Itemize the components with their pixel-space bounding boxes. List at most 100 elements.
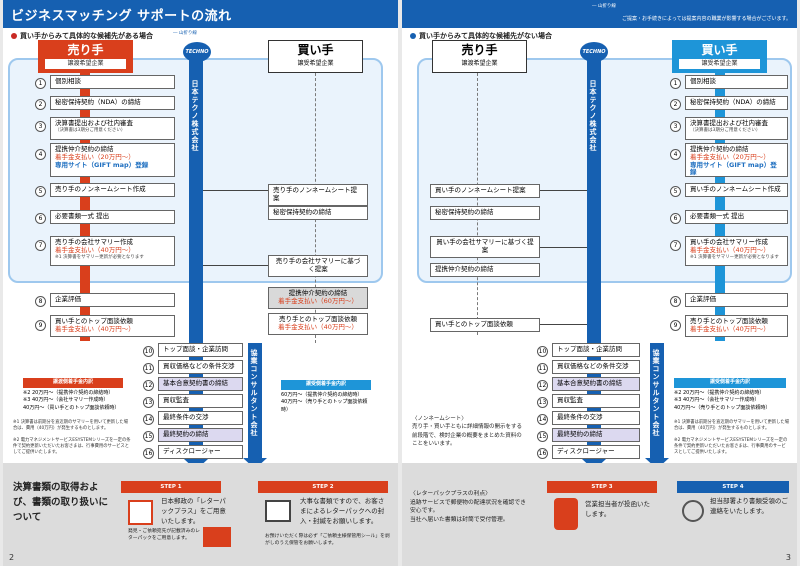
- common-step: 基本合意契約書の締結: [158, 377, 243, 391]
- step-box: 企業評価: [685, 293, 788, 307]
- letterpack-benefits: 〈レターパックプラスの利点〉 追跡サービスで郵便物の配達状況を確認でき安心です。…: [410, 490, 530, 525]
- buyer-title: 買い手: [297, 43, 334, 57]
- common-step: トップ面談・企業訪問: [158, 343, 243, 357]
- lp-line: 追跡サービスで郵便物の配達状況を確認でき安心です。: [410, 499, 526, 515]
- step-number: 6: [35, 213, 46, 224]
- seller-box: 提携仲介契約の締結: [430, 263, 540, 277]
- fee-line: ※3 40万円～（会社サマリー作成時）: [23, 397, 109, 403]
- step-number: 10: [537, 346, 548, 357]
- case-label: 買い手からみて具体的な候補先がない場合: [410, 31, 552, 41]
- step-number: 16: [537, 448, 548, 459]
- step-number: 4: [35, 149, 46, 160]
- footnote: ※2 電力マネジメントサービスESYSTEMシリーズを一定の条件で契約更新いただ…: [674, 438, 788, 456]
- buyer-box-text: 売り手とのトップ面談依頼: [279, 315, 357, 323]
- fee-text: 着手金支払い（20万円～）: [690, 152, 770, 161]
- step-text: 買い手のノンネームシート作成: [690, 185, 781, 193]
- step-number: 11: [537, 363, 548, 374]
- step-number: 6: [670, 213, 681, 224]
- seller-top-box: 買い手とのトップ面談依頼: [430, 318, 540, 332]
- step-number: 1: [35, 78, 46, 89]
- step1-note: 発見・ご依頼宛先が記載済みのレターパックをご用意します。: [128, 529, 200, 542]
- buyer-contract-box: 提携仲介契約の締結着手金支払い（60万円～）: [268, 287, 368, 309]
- common-step: ディスクロージャー: [158, 445, 243, 459]
- buyer-title: 買い手: [701, 43, 738, 57]
- step-text: 必要書類一式 提出: [55, 212, 110, 220]
- fee-title: 譲渡側着手金内訳: [23, 378, 123, 388]
- fee-text: 着手金支払い（40万円～）: [278, 322, 358, 331]
- step-number: 9: [35, 320, 46, 331]
- site-text: 専用サイト（GIFT map）登録: [55, 160, 149, 169]
- nonname-title: 〈ノンネームシート〉: [412, 416, 467, 422]
- fee-line: ※3 40万円～（会社サマリー作成時）: [674, 397, 760, 403]
- folder-icon: [265, 500, 291, 522]
- step-box: 買い手とのトップ面談依頼着手金支払い（40万円～）: [50, 315, 175, 337]
- seller-title: 売り手: [67, 43, 104, 57]
- step-box: 企業評価: [50, 293, 175, 307]
- lp-title: 〈レターパックプラスの利点〉: [410, 491, 491, 497]
- common-step: 買収監査: [552, 394, 640, 408]
- site-text: 専用サイト（GIFT map）登録: [690, 160, 777, 177]
- nonname-text: 売り手・買い手ともに詳細情報の開示をする前段階で、検討企業の概要をまとめた資料の…: [412, 424, 523, 447]
- step-number: 2: [35, 99, 46, 110]
- step-number: 9: [670, 320, 681, 331]
- step-note: （決算書は3期分ご用意ください）: [55, 127, 126, 133]
- fee-text: 着手金支払い（40万円～）: [690, 245, 770, 254]
- step-number: 14: [143, 414, 154, 425]
- step-number: 1: [670, 78, 681, 89]
- buyer-box-text: 秘密保持契約の締結: [273, 208, 332, 216]
- seller-box-text: 買い手の会社サマリーに基づく提案: [436, 238, 534, 254]
- step-number: 16: [143, 448, 154, 459]
- step-text: トップ面談・企業訪問: [163, 345, 228, 353]
- step-box: 買い手の会社サマリー作成着手金支払い（40万円～）※1 決算書をサマリー更新が必…: [685, 236, 788, 266]
- seller-heading: 売り手 譲渡希望企業: [38, 40, 133, 73]
- step-number: 15: [537, 431, 548, 442]
- step-text: 提携仲介契約の締結: [690, 145, 749, 153]
- step2-text: 大事な書類ですので、お客さまによるレターパックへの封入・封緘をお願いします。: [300, 497, 385, 525]
- step-number: 7: [35, 240, 46, 251]
- document-handling-section: [3, 463, 398, 566]
- buyer-box: 売り手のノンネームシート提案: [268, 184, 368, 206]
- step-number: 2: [670, 99, 681, 110]
- step-number: 12: [537, 380, 548, 391]
- step-text: 買収価格などの条件交渉: [163, 362, 235, 370]
- page-number: 3: [785, 553, 791, 562]
- step-text: 基本合意契約書の締結: [163, 379, 228, 387]
- seller-box-text: 秘密保持契約の締結: [435, 208, 494, 216]
- seller-box-text: 買い手とのトップ面談依頼: [435, 320, 513, 328]
- page-number: 2: [9, 553, 15, 562]
- common-step: 最終条件の交渉: [552, 411, 640, 425]
- lp-line: 当社へ届いた書類は封筒で受付管理。: [410, 517, 509, 524]
- step-box: 売り手の会社サマリー作成着手金支払い（40万円～）※1 決算書をサマリー更新が必…: [50, 236, 175, 266]
- step-number: 8: [670, 296, 681, 307]
- step-number: 15: [143, 431, 154, 442]
- step-box: 決算書提出および社内審査（決算書は3期分ご用意ください）: [50, 117, 175, 140]
- document-icon: [128, 500, 153, 525]
- connector: [203, 190, 268, 191]
- postbox-icon: [554, 498, 578, 530]
- step-text: 提携仲介契約の締結: [55, 145, 114, 153]
- consult-label: 協業コンサルタント会社: [250, 349, 258, 437]
- step-box: 決算書提出および社内審査（決算書は3期分ご用意ください）: [685, 117, 788, 140]
- connector: [540, 190, 587, 191]
- seller-title: 売り手: [461, 43, 498, 57]
- step-text: 秘密保持契約（NDA）の締結: [55, 98, 141, 106]
- step-note: ※1 決算書をサマリー更新が必要となります: [55, 254, 144, 260]
- fee-line: ※2 20万円～（提携仲介契約の締結時）: [674, 389, 765, 396]
- consult-bar: 協業コンサルタント会社: [645, 343, 669, 469]
- step-text: 企業評価: [690, 295, 716, 303]
- step-text: 基本合意契約書の締結: [557, 379, 622, 387]
- step-text: 買い手とのトップ面談依頼: [55, 317, 133, 325]
- step-text: 秘密保持契約（NDA）の締結: [690, 98, 776, 106]
- step-text: 売り手のノンネームシート作成: [55, 185, 146, 193]
- connector: [540, 324, 587, 325]
- buyer-box: 売り手の会社サマリーに基づく提案: [268, 255, 368, 277]
- fee-title: 譲受側着手金内訳: [674, 378, 786, 388]
- seller-sub: 譲渡希望企業: [461, 60, 498, 67]
- common-step: 買収価格などの条件交渉: [552, 360, 640, 374]
- connector: [203, 265, 268, 266]
- step2-label: STEP 2: [258, 481, 388, 493]
- step-note: ※1 決算書をサマリー更新が必要となります: [690, 254, 779, 260]
- step-text: 売り手の会社サマリー作成: [55, 238, 133, 246]
- buyer-top-box: 売り手とのトップ面談依頼着手金支払い（40万円～）: [268, 313, 368, 335]
- fee-line: 40万円～（売り手とのトップ面談依頼時）: [674, 404, 771, 411]
